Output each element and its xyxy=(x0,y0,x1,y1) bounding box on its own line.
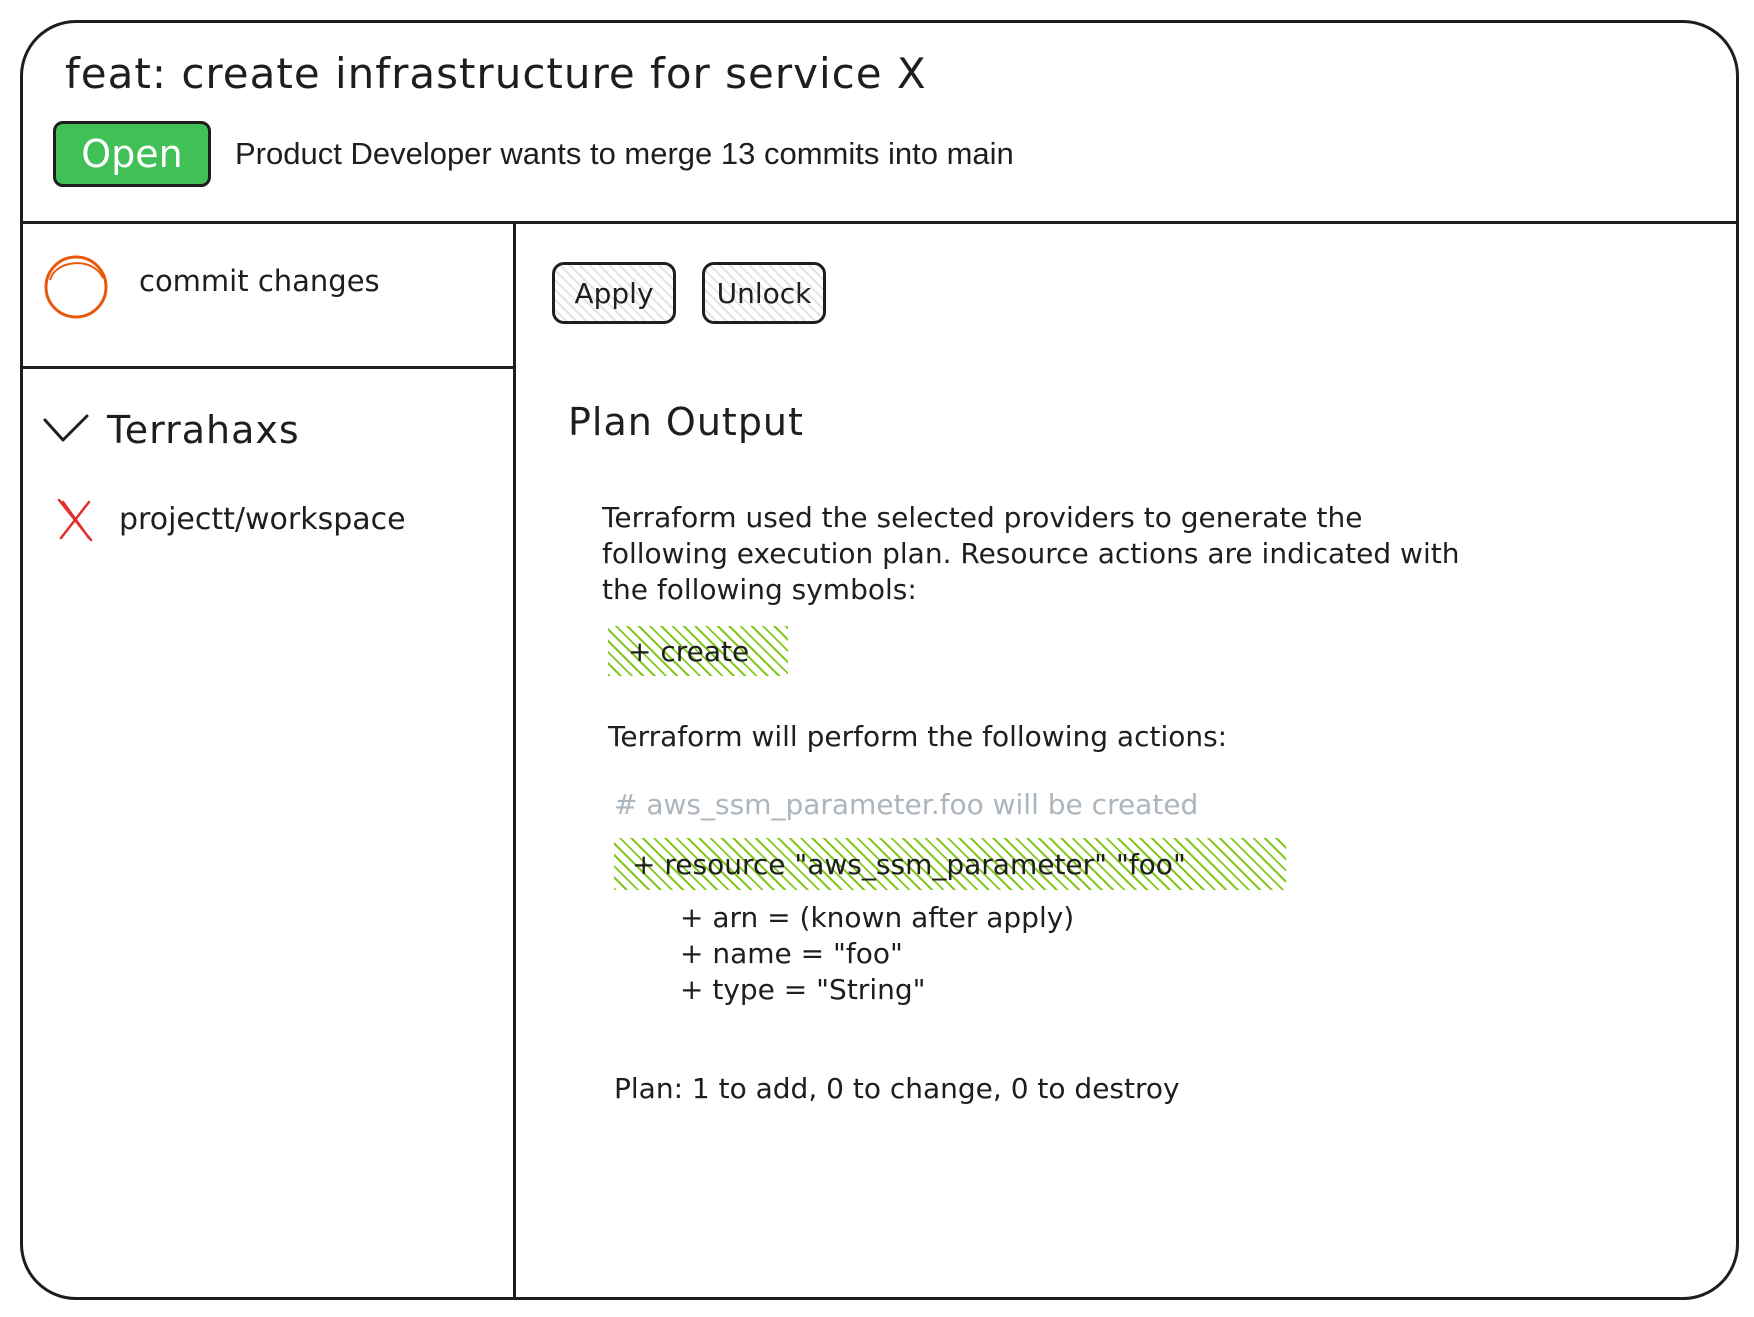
pending-circle-icon xyxy=(44,255,108,319)
workspace-item[interactable]: projectt/workspace xyxy=(53,494,406,544)
unlock-button[interactable]: Unlock xyxy=(702,262,826,324)
create-symbol-legend: + create xyxy=(608,626,788,676)
pr-title: feat: create infrastructure for service … xyxy=(65,49,927,98)
attribute-line: + name = "foo" xyxy=(680,937,903,970)
pull-request-window: feat: create infrastructure for service … xyxy=(20,20,1739,1300)
sidebar: commit changes Terrahaxs projectt/worksp… xyxy=(23,224,516,1297)
apply-button[interactable]: Apply xyxy=(552,262,676,324)
workspace-group-toggle[interactable]: Terrahaxs xyxy=(41,408,300,452)
workspace-label: projectt/workspace xyxy=(119,501,406,537)
resource-attributes: + arn = (known after apply) + name = "fo… xyxy=(680,900,1074,1008)
plan-summary: Plan: 1 to add, 0 to change, 0 to destro… xyxy=(614,1072,1180,1105)
failed-x-icon xyxy=(57,498,93,542)
commit-status-row[interactable]: commit changes xyxy=(23,224,513,369)
attribute-line: + type = "String" xyxy=(680,973,926,1006)
chevron-down-icon xyxy=(43,414,89,442)
pr-header: feat: create infrastructure for service … xyxy=(23,23,1736,224)
merge-info: Product Developer wants to merge 13 comm… xyxy=(235,136,1014,171)
status-badge: Open xyxy=(53,121,211,187)
plan-heading: Plan Output xyxy=(568,400,804,444)
actions-heading: Terraform will perform the following act… xyxy=(608,720,1228,753)
plan-panel: Apply Unlock Plan Output Terraform used … xyxy=(516,224,1736,1297)
attribute-line: + arn = (known after apply) xyxy=(680,901,1075,934)
commit-label: commit changes xyxy=(139,264,380,298)
resource-line: + resource "aws_ssm_parameter" "foo" xyxy=(614,838,1286,890)
resource-comment: # aws_ssm_parameter.foo will be created xyxy=(614,788,1199,821)
group-label: Terrahaxs xyxy=(107,408,300,452)
plan-intro: Terraform used the selected providers to… xyxy=(602,501,1460,606)
